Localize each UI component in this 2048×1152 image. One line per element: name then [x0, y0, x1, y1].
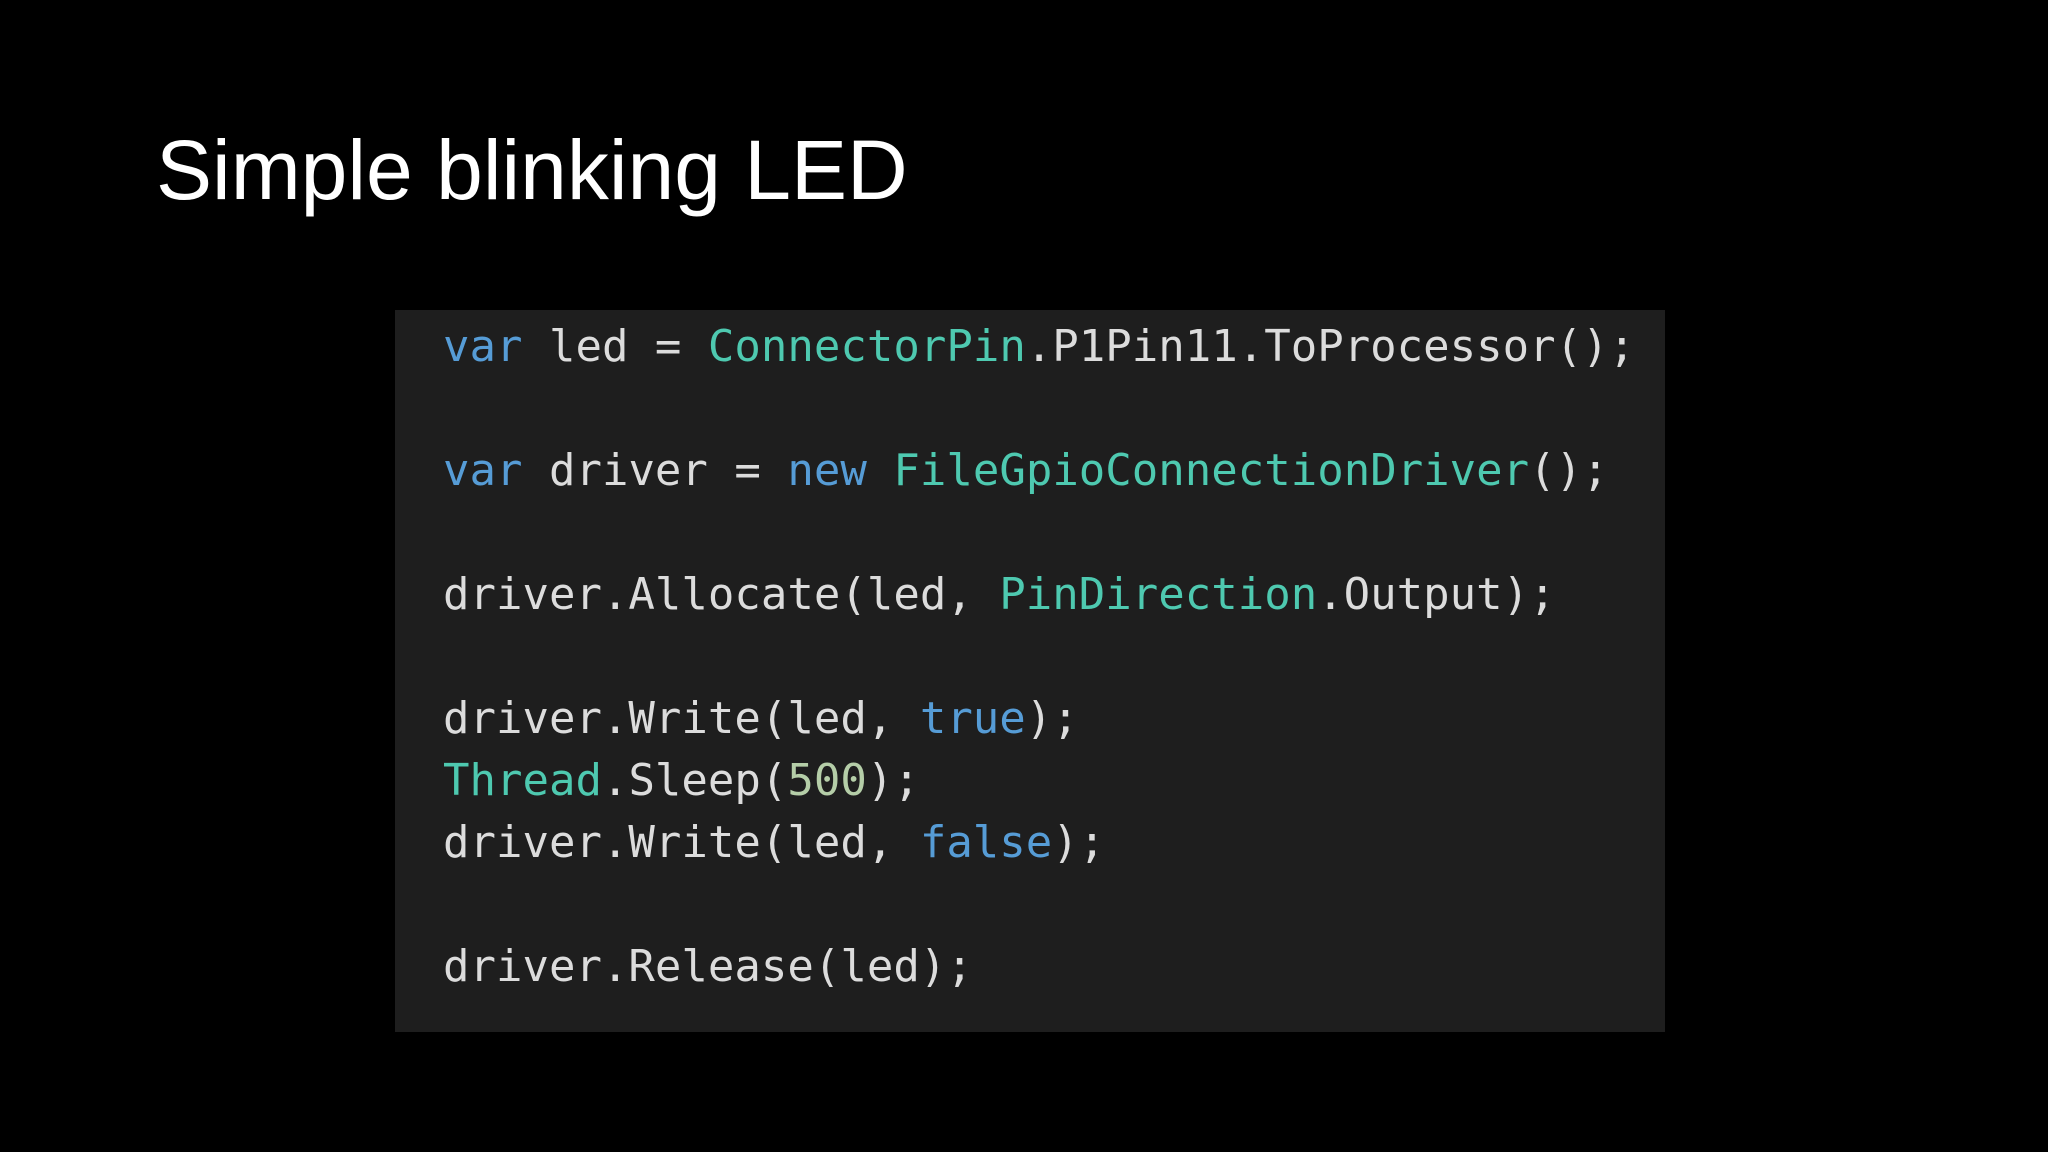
code-token-plain: .P1Pin11.ToProcessor();: [1025, 321, 1636, 372]
code-token-plain: driver.Release(led);: [443, 941, 973, 992]
code-token-type: ConnectorPin: [707, 321, 1026, 372]
code-token-plain: .Sleep(: [601, 755, 788, 806]
code-token-plain: driver.Allocate(led,: [443, 569, 1000, 620]
code-token-keyword: new: [787, 445, 867, 496]
slide-title: Simple blinking LED: [156, 123, 908, 217]
code-line: var led = ConnectorPin.P1Pin11.ToProcess…: [443, 316, 1635, 378]
code-token-plain: );: [1025, 693, 1079, 744]
code-token-keyword: false: [919, 817, 1053, 868]
code-blank-line: [443, 626, 1635, 688]
code-line: driver.Write(led, true);: [443, 688, 1635, 750]
code-token-plain: led =: [522, 321, 708, 372]
code-line: driver.Release(led);: [443, 936, 1635, 998]
code-token-plain: .Output);: [1317, 569, 1556, 620]
code-line: var driver = new FileGpioConnectionDrive…: [443, 440, 1635, 502]
code-token-plain: ();: [1529, 445, 1609, 496]
code-block: var led = ConnectorPin.P1Pin11.ToProcess…: [395, 310, 1665, 1032]
code-blank-line: [443, 502, 1635, 564]
code-blank-line: [443, 874, 1635, 936]
code-token-keyword: true: [919, 693, 1026, 744]
code-token-type: PinDirection: [999, 569, 1318, 620]
code-token-plain: driver.Write(led,: [443, 817, 920, 868]
code-token-keyword: var: [443, 445, 523, 496]
code-token-plain: );: [866, 755, 920, 806]
code-token-type: Thread: [443, 755, 602, 806]
code-line: Thread.Sleep(500);: [443, 750, 1635, 812]
code-token-plain: );: [1052, 817, 1106, 868]
code-token-type: FileGpioConnectionDriver: [893, 445, 1530, 496]
code-token-plain: driver =: [522, 445, 788, 496]
code-token-plain: [867, 445, 894, 496]
code-lines: var led = ConnectorPin.P1Pin11.ToProcess…: [443, 316, 1635, 998]
code-line: driver.Allocate(led, PinDirection.Output…: [443, 564, 1635, 626]
code-token-number: 500: [787, 755, 867, 806]
code-line: driver.Write(led, false);: [443, 812, 1635, 874]
code-token-keyword: var: [443, 321, 523, 372]
code-token-plain: driver.Write(led,: [443, 693, 920, 744]
code-blank-line: [443, 378, 1635, 440]
